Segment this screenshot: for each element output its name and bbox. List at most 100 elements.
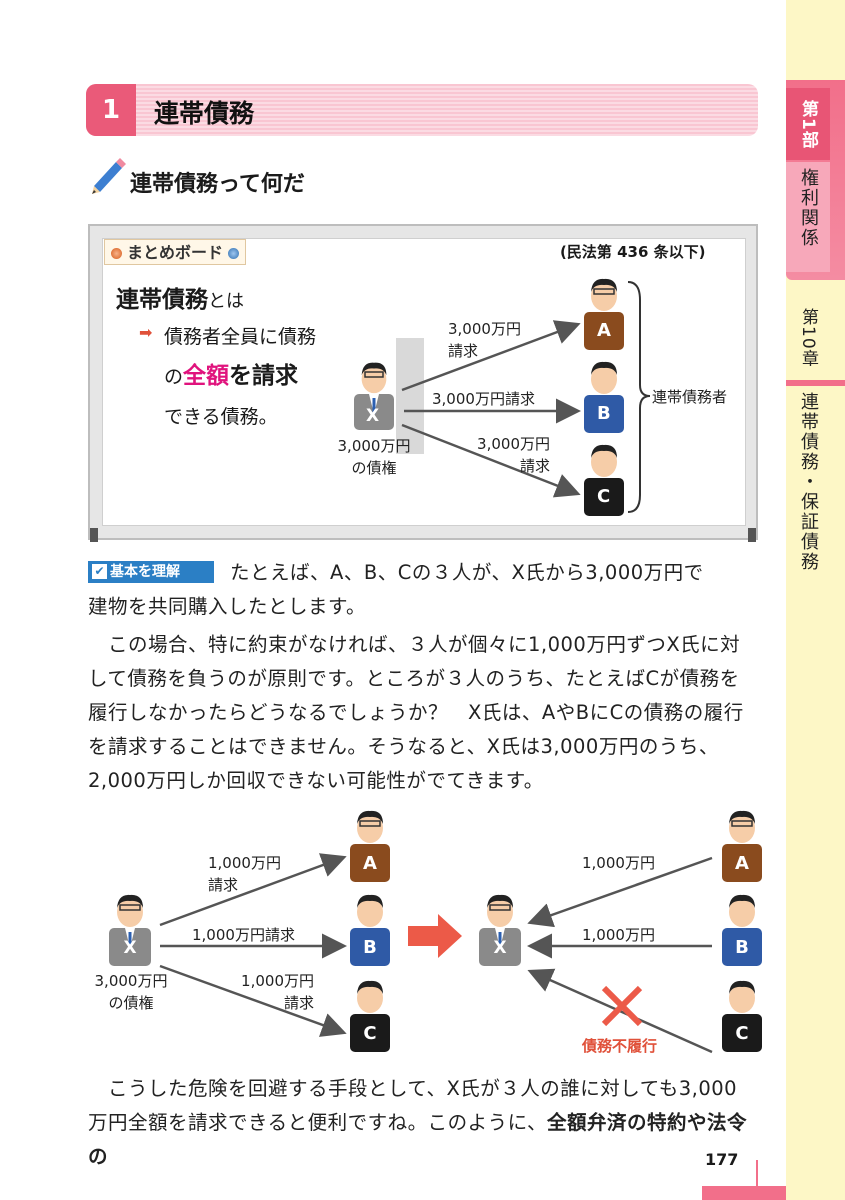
definition-highlight: 全額 [183, 363, 230, 389]
paragraph-3-line-2: 万円全額を請求できると便利ですね。このように、全額弁済の特約や法令の [88, 1106, 760, 1174]
section-number: 1 [86, 84, 136, 136]
basic-understanding-text: 基本を理解 [110, 564, 180, 580]
subheading: 連帯債務って何だ [130, 172, 305, 197]
page-edge-line [756, 1160, 758, 1186]
paragraph-3-text: 万円全額を請求できると便利ですね。このように、 [88, 1111, 548, 1134]
person-b-right-letter: B [735, 937, 749, 958]
claim-arrow-c [401, 423, 581, 498]
person-a-right-letter: A [735, 853, 749, 874]
board-term: 連帯債務とは [116, 280, 244, 314]
debtor-bracket [627, 281, 651, 513]
section-header-bar [86, 84, 758, 136]
paragraph-3-line-1: こうした危険を回避する手段として、X氏が３人の誰に対しても3,000 [88, 1077, 738, 1100]
person-x-right-letter: X [493, 938, 507, 958]
person-c-left-letter: C [363, 1023, 377, 1044]
person-b-letter: B [597, 403, 611, 424]
definition-line-1: 債務者全員に債務 [164, 326, 317, 348]
part-title: 権利関係 [786, 162, 830, 272]
chapter-number: 第10章 [798, 308, 818, 368]
left-label-a-amount: 1,000万円 [208, 854, 281, 872]
person-a-right [722, 810, 762, 882]
paragraph-2-line-3: 履行しなかったらどうなるでしょうか？ X氏は、AやBにCの債務の履行 [88, 701, 744, 724]
person-c-left [350, 980, 390, 1052]
right-label-a: 1,000万円 [582, 854, 655, 872]
page-number: 177 [705, 1150, 739, 1169]
person-c-right [722, 980, 762, 1052]
claim-arrow-a [401, 320, 581, 392]
board-foot-right [748, 528, 756, 542]
section-title: 連帯債務 [154, 99, 255, 128]
board-tag: まとめボード [104, 239, 247, 265]
paragraph-3-bold: 全額弁済の特約や法令の [88, 1111, 748, 1168]
paragraph-2-line-5: 2,000万円しか回収できない可能性がでてきます。 [88, 769, 544, 792]
claim-label-a-amount: 3,000万円 [448, 320, 521, 338]
right-label-b: 1,000万円 [582, 926, 655, 944]
board-tag-label: まとめボード [127, 243, 224, 262]
chapter-title: 連帯債務・保証債務 [798, 392, 819, 572]
paragraph-2-line-2: して債務を負うのが原則です。ところが３人のうち、たとえばCが債務を [88, 667, 740, 690]
left-label-c: 1,000万円請求 [216, 970, 314, 1014]
creditor-amount: 3,000万円 [337, 437, 411, 455]
person-x-left-letter: X [123, 938, 137, 958]
left-label-a: 1,000万円請求 [208, 852, 281, 896]
person-a-letter: A [597, 320, 611, 341]
claim-label-b: 3,000万円請求 [432, 390, 535, 408]
person-a [584, 278, 624, 350]
chapter-index-tab: 第1部 権利関係 第10章 連帯債務・保証債務 [786, 0, 845, 1200]
person-a-left [350, 810, 390, 882]
left-arrow-c [159, 964, 347, 1037]
term-suffix: とは [208, 291, 244, 312]
claim-label-c-amount: 3,000万円 [477, 435, 550, 453]
left-label-b: 1,000万円請求 [192, 926, 295, 944]
part-tab: 第1部 権利関係 [786, 80, 845, 280]
creditor-label: 3,000万円の債権 [330, 435, 418, 479]
person-c-letter: C [597, 486, 611, 507]
person-x-letter: X [366, 406, 380, 426]
claim-label-c-text: 請求 [519, 457, 550, 475]
left-creditor-text: の債権 [108, 994, 154, 1012]
person-b-right [722, 894, 762, 966]
definition-line-2: の全額を請求 [164, 356, 298, 390]
cross-mark-icon [601, 985, 643, 1027]
creditor-text: の債権 [351, 459, 397, 477]
person-b [584, 361, 624, 433]
person-x-right [479, 894, 521, 966]
checkbox-icon: ✔ [92, 564, 107, 579]
board-foot-left [90, 528, 98, 542]
definition-line-3: できる債務。 [164, 406, 278, 428]
person-b-left-letter: B [363, 937, 377, 958]
right-arrow-c [527, 968, 713, 1054]
paragraph-2-line-1: この場合、特に約束がなければ、３人が個々に1,000万円ずつX氏に対 [88, 633, 741, 656]
magnet-icon [111, 248, 122, 259]
paragraph-1-line-1: たとえば、A、B、Cの３人が、X氏から3,000万円で [230, 561, 704, 584]
paragraph-2-line-4: を請求することはできません。そうなると、X氏は3,000万円のうち、 [88, 735, 719, 758]
debtors-label: 連帯債務者 [652, 388, 728, 406]
transition-arrow-icon [408, 914, 462, 958]
part-number: 第1部 [786, 88, 830, 160]
person-a-left-letter: A [363, 853, 377, 874]
person-x [354, 362, 394, 430]
right-arrow-a [527, 856, 713, 928]
claim-label-c: 3,000万円請求 [452, 433, 550, 477]
pencil-icon [92, 158, 126, 194]
magnet-icon [228, 248, 240, 259]
left-label-a-text: 請求 [208, 876, 239, 894]
person-b-left [350, 894, 390, 966]
person-c-right-letter: C [735, 1023, 749, 1044]
arrow-right-icon: ➡ [139, 323, 153, 342]
left-label-c-amount: 1,000万円 [241, 972, 314, 990]
claim-label-a: 3,000万円請求 [448, 318, 521, 362]
basic-understanding-label: ✔基本を理解 [88, 561, 214, 583]
claim-highlight [396, 338, 424, 454]
left-label-c-text: 請求 [283, 994, 314, 1012]
chapter-divider [786, 380, 845, 386]
left-creditor-label: 3,000万円の債権 [84, 970, 178, 1014]
paragraph-1-line-2: 建物を共同購入したとします。 [88, 595, 367, 618]
definition-prefix: の [164, 366, 184, 388]
left-arrow-a [159, 853, 347, 927]
definition-bold: を請求 [229, 363, 299, 389]
left-creditor-amount: 3,000万円 [94, 972, 168, 990]
person-c [584, 444, 624, 516]
term-label: 連帯債務 [116, 287, 208, 313]
